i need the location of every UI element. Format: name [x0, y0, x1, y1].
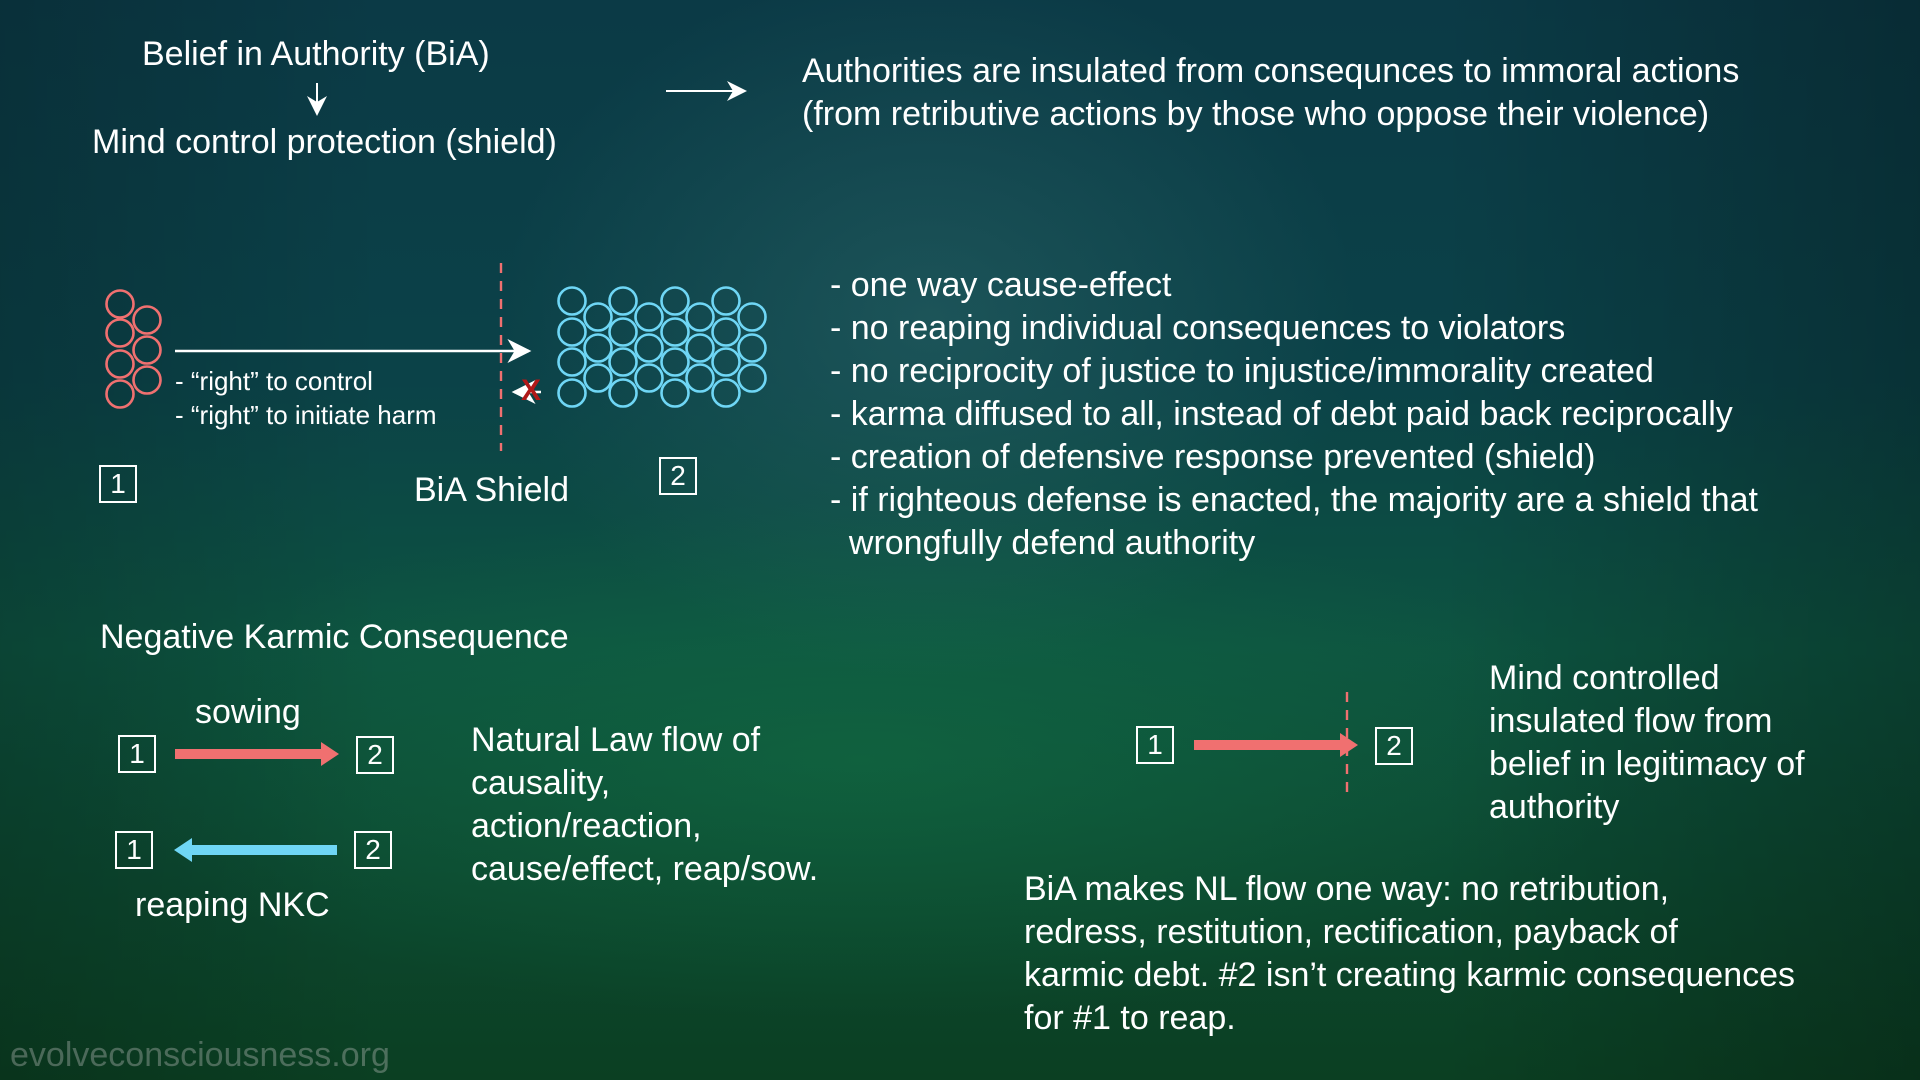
- person-circle: [105, 349, 135, 379]
- person-circle: [634, 363, 664, 393]
- person-circle: [685, 302, 715, 332]
- bullet-item: - karma diffused to all, instead of debt…: [830, 395, 1733, 433]
- person-circle: [105, 379, 135, 409]
- person-circle: [557, 317, 587, 347]
- person-circle: [608, 347, 638, 377]
- text-line: causality,: [471, 764, 611, 802]
- person-circle: [660, 317, 690, 347]
- person-circle: [583, 333, 613, 363]
- bullet-item: - no reciprocity of justice to injustice…: [830, 352, 1654, 390]
- text-line: insulated flow from: [1489, 702, 1773, 740]
- summary-text: BiA makes NL flow one way: no retributio…: [1024, 868, 1795, 1040]
- person-circle: [685, 363, 715, 393]
- person-circle: [660, 378, 690, 408]
- insulated-arrow: [1194, 733, 1358, 757]
- text-line: Natural Law flow of: [471, 721, 761, 759]
- reap-box-1: 1: [115, 831, 153, 869]
- claim-control: - “right” to control: [175, 366, 373, 396]
- person-circle: [557, 347, 587, 377]
- person-circle: [634, 302, 664, 332]
- person-circle: [660, 347, 690, 377]
- person-circle: [105, 318, 135, 348]
- reaping-arrow: [174, 838, 337, 862]
- insulated-description: Mind controlled insulated flow from beli…: [1489, 657, 1805, 829]
- text-line: BiA makes NL flow one way: no retributio…: [1024, 870, 1670, 908]
- person-circle: [711, 378, 741, 408]
- blocked-x-icon: X: [521, 374, 542, 407]
- text-line: belief in legitimacy of: [1489, 745, 1805, 783]
- person-circle: [634, 333, 664, 363]
- text-line: action/reaction,: [471, 807, 702, 845]
- sow-box-1: 1: [118, 735, 156, 773]
- bullet-list: - one way cause-effect - no reaping indi…: [830, 264, 1758, 565]
- bullet-item: - one way cause-effect: [830, 266, 1172, 304]
- text-line: karmic debt. #2 isn’t creating karmic co…: [1024, 956, 1796, 994]
- watermark: evolveconsciousness.org: [10, 1036, 390, 1074]
- person-circle: [557, 378, 587, 408]
- person-circle: [711, 286, 741, 316]
- person-circle: [132, 335, 162, 365]
- text-line: cause/effect, reap/sow.: [471, 850, 819, 888]
- text-line: authority: [1489, 788, 1620, 826]
- box-2: 2: [659, 457, 697, 495]
- insulated-box-2: 2: [1375, 727, 1413, 765]
- person-circle: [583, 302, 613, 332]
- text-line: redress, restitution, rectification, pay…: [1024, 913, 1678, 951]
- bullet-item: - no reaping individual consequences to …: [830, 309, 1566, 347]
- public-circles: [557, 286, 767, 408]
- insulation-statement: Authorities are insulated from consequnc…: [802, 50, 1739, 136]
- person-circle: [608, 378, 638, 408]
- person-circle: [711, 317, 741, 347]
- sowing-arrow: [175, 742, 339, 766]
- text-line: Mind controlled: [1489, 659, 1720, 697]
- nkc-title: Negative Karmic Consequence: [100, 618, 569, 656]
- bia-title: Belief in Authority (BiA): [142, 35, 490, 73]
- bia-shield-label: BiA Shield: [414, 471, 569, 509]
- person-circle: [711, 347, 741, 377]
- reap-box-2: 2: [354, 831, 392, 869]
- person-circle: [608, 317, 638, 347]
- person-circle: [132, 305, 162, 335]
- person-circle: [737, 363, 767, 393]
- bullet-item: - if righteous defense is enacted, the m…: [830, 481, 1758, 519]
- shield-title: Mind control protection (shield): [92, 123, 557, 161]
- person-circle: [105, 289, 135, 319]
- person-circle: [660, 286, 690, 316]
- statement-line: Authorities are insulated from consequnc…: [802, 52, 1740, 90]
- person-circle: [737, 302, 767, 332]
- statement-line: (from retributive actions by those who o…: [802, 95, 1710, 133]
- sow-box-2: 2: [356, 736, 394, 774]
- bullet-item: - creation of defensive response prevent…: [830, 438, 1596, 476]
- sowing-label: sowing: [195, 693, 301, 731]
- person-circle: [737, 333, 767, 363]
- reaping-label: reaping NKC: [135, 886, 330, 924]
- text-line: for #1 to reap.: [1024, 999, 1236, 1037]
- person-circle: [685, 333, 715, 363]
- claim-harm: - “right” to initiate harm: [175, 400, 437, 430]
- person-circle: [557, 286, 587, 316]
- person-circle: [583, 363, 613, 393]
- insulated-box-1: 1: [1136, 726, 1174, 764]
- bullet-item: wrongfully defend authority: [830, 524, 1256, 562]
- authority-circles: [105, 289, 162, 409]
- natural-law-text: Natural Law flow of causality, action/re…: [471, 719, 818, 891]
- box-1: 1: [99, 465, 137, 503]
- person-circle: [608, 286, 638, 316]
- person-circle: [132, 365, 162, 395]
